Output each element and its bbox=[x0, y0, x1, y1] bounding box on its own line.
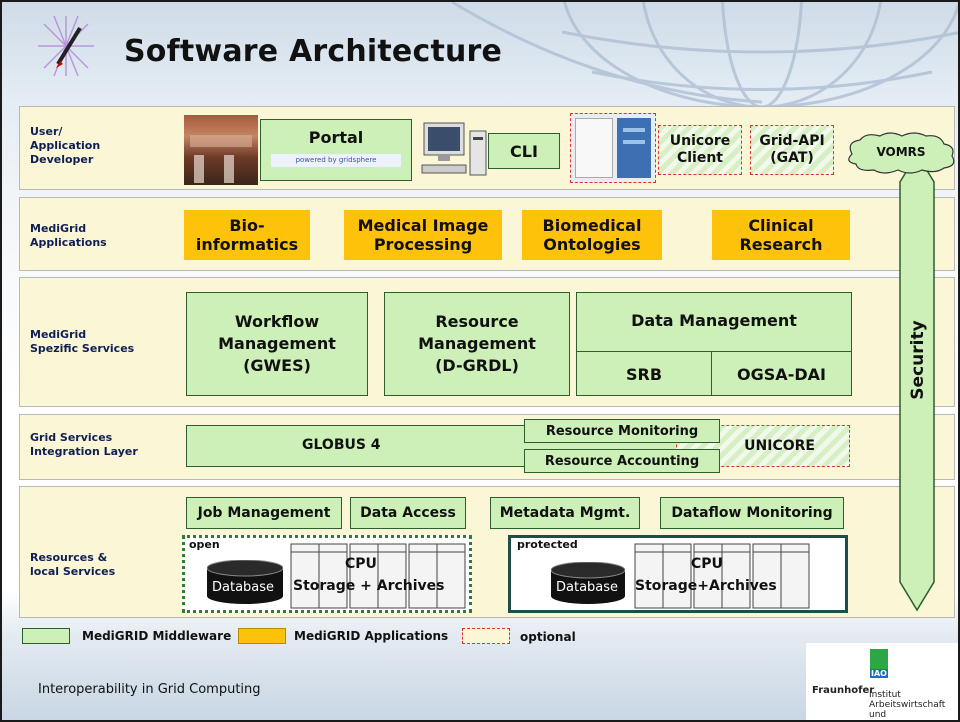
database-label-protected: Database bbox=[556, 580, 619, 595]
unicore-client-label: Unicore Client bbox=[669, 133, 731, 166]
workflow-label: Workflow Management (GWES) bbox=[218, 312, 336, 375]
data-management-label: Data Management bbox=[631, 311, 797, 330]
cpu-label-open: CPU bbox=[345, 556, 377, 572]
server-rack-icon bbox=[290, 543, 466, 609]
layer-label-resources: Resources & local Services bbox=[30, 551, 116, 578]
database-cylinder-icon bbox=[551, 562, 625, 604]
ogsa-dai-label: OGSA-DAI bbox=[737, 365, 826, 384]
layer-label-services: MediGrid Spezific Services bbox=[30, 328, 135, 355]
cli-box: CLI bbox=[488, 133, 560, 169]
app-biomedical-label: Biomedical Ontologies bbox=[542, 216, 642, 254]
workflow-management-box: Workflow Management (GWES) bbox=[186, 292, 368, 396]
powered-by-text: powered by gridsphere bbox=[295, 156, 377, 164]
powered-by-badge: powered by gridsphere bbox=[271, 154, 401, 167]
app-bioinformatics: Bio- informatics bbox=[184, 210, 310, 260]
layer-applications: MediGrid Applications Bio- informatics M… bbox=[19, 197, 955, 271]
slide-logo-icon bbox=[38, 15, 94, 77]
security-label: Security bbox=[908, 320, 928, 400]
open-label: open bbox=[189, 538, 220, 551]
storage-label-protected: Storage+Archives bbox=[635, 578, 777, 594]
data-access-label: Data Access bbox=[360, 505, 456, 521]
user-photo-image bbox=[184, 115, 258, 185]
resource-label: Resource Management (D-GRDL) bbox=[418, 312, 536, 375]
layer-label-user: User/ Application Developer bbox=[30, 125, 101, 166]
legend-swatch-optional bbox=[462, 628, 510, 644]
resource-accounting-box: Resource Accounting bbox=[524, 449, 720, 473]
database-label-open: Database bbox=[212, 580, 275, 595]
database-cylinder-icon bbox=[207, 560, 283, 604]
srb-label: SRB bbox=[625, 365, 663, 384]
legend-swatch-applications bbox=[238, 628, 286, 644]
cli-label: CLI bbox=[510, 141, 538, 161]
unicore-client-box: Unicore Client bbox=[658, 125, 742, 175]
globus4-label: GLOBUS 4 bbox=[302, 437, 381, 453]
resource-monitoring-box: Resource Monitoring bbox=[524, 419, 720, 443]
data-management-box: Data Management SRB OGSA-DAI bbox=[576, 292, 852, 396]
app-bioinformatics-label: Bio- informatics bbox=[195, 216, 299, 254]
app-clinical-label: Clinical Research bbox=[739, 216, 823, 254]
job-management-box: Job Management bbox=[186, 497, 342, 529]
legend-swatch-middleware bbox=[22, 628, 70, 644]
job-management-label: Job Management bbox=[197, 505, 331, 521]
layer-label-grid: Grid Services Integration Layer bbox=[30, 431, 138, 458]
portal-label: Portal bbox=[308, 128, 364, 147]
metadata-mgmt-label: Metadata Mgmt. bbox=[499, 505, 631, 521]
layer-user: User/ Application Developer Portal power… bbox=[19, 106, 955, 190]
security-arrow-icon bbox=[899, 152, 935, 612]
data-access-box: Data Access bbox=[350, 497, 466, 529]
metadata-mgmt-box: Metadata Mgmt. bbox=[490, 497, 640, 529]
layer-grid-services: Grid Services Integration Layer GLOBUS 4… bbox=[19, 414, 955, 480]
layer-resources: Resources & local Services Job Managemen… bbox=[19, 486, 955, 618]
grid-api-box: Grid-API (GAT) bbox=[750, 125, 834, 175]
resource-monitoring-label: Resource Monitoring bbox=[545, 423, 699, 439]
layer-label-applications: MediGrid Applications bbox=[30, 222, 107, 249]
layer-services: MediGrid Spezific Services Workflow Mana… bbox=[19, 277, 955, 407]
iao-label: IAO bbox=[870, 669, 888, 678]
legend-label-optional: optional bbox=[520, 630, 576, 644]
app-medical-image-processing: Medical Image Processing bbox=[344, 210, 502, 260]
institute-name: Institut Arbeitswirtschaft und Organisat… bbox=[869, 690, 946, 720]
resource-management-box: Resource Management (D-GRDL) bbox=[384, 292, 570, 396]
fraunhofer-logo: IAO Fraunhofer Institut Arbeitswirtschaf… bbox=[806, 643, 958, 720]
footer-text: Interoperability in Grid Computing bbox=[38, 682, 261, 697]
fraunhofer-brand: Fraunhofer bbox=[812, 685, 875, 696]
cpu-label-protected: CPU bbox=[691, 556, 723, 572]
vomrs-cloud-icon bbox=[848, 132, 955, 174]
storage-label-open: Storage + Archives bbox=[293, 578, 445, 594]
app-clinical-research: Clinical Research bbox=[712, 210, 850, 260]
iao-logo-icon bbox=[870, 649, 888, 669]
computer-icon bbox=[421, 122, 487, 176]
app-biomedical-ontologies: Biomedical Ontologies bbox=[522, 210, 662, 260]
slide-title: Software Architecture bbox=[124, 34, 503, 69]
protected-resources-group: protected Database CPU Storage+Archives bbox=[508, 535, 848, 613]
client-screenshot-image bbox=[570, 113, 656, 183]
open-resources-group: open Database CPU Storage + Archives bbox=[182, 535, 472, 613]
unicore-label: UNICORE bbox=[744, 438, 815, 454]
app-medical-image-label: Medical Image Processing bbox=[357, 216, 489, 254]
vomrs-label: VOMRS bbox=[876, 145, 926, 159]
server-rack-icon bbox=[634, 543, 810, 609]
dataflow-monitoring-box: Dataflow Monitoring bbox=[660, 497, 844, 529]
grid-api-label: Grid-API (GAT) bbox=[759, 133, 825, 166]
portal-box: Portal powered by gridsphere bbox=[260, 119, 412, 181]
protected-label: protected bbox=[517, 538, 578, 551]
legend-label-applications: MediGRID Applications bbox=[294, 629, 449, 643]
legend-label-middleware: MediGRID Middleware bbox=[82, 629, 232, 643]
dataflow-monitoring-label: Dataflow Monitoring bbox=[671, 505, 833, 521]
resource-accounting-label: Resource Accounting bbox=[544, 453, 700, 469]
